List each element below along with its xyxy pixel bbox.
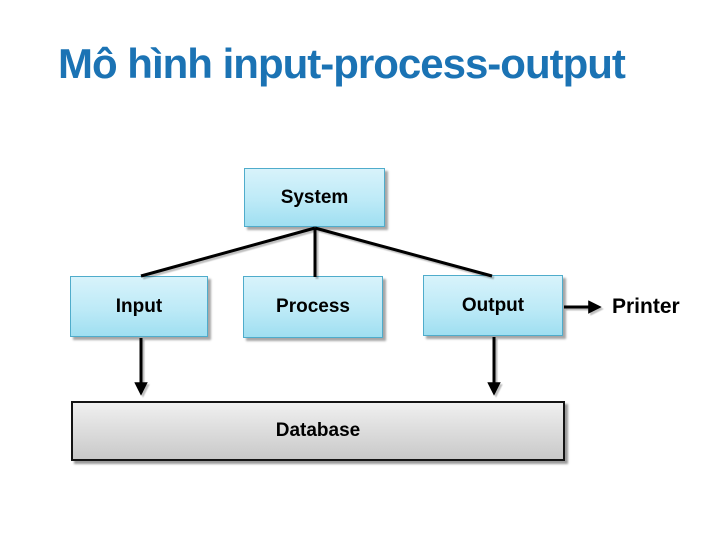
node-process-label: Process (276, 296, 350, 317)
slide-title: Mô hình input-process-output (58, 40, 626, 87)
node-database-label: Database (275, 420, 361, 441)
printer-label: Printer (612, 295, 680, 318)
node-output: Output (423, 275, 563, 336)
node-input: Input (70, 276, 208, 337)
node-input-label: Input (115, 295, 163, 317)
connector-system-to-output (314, 226, 493, 278)
node-system: System (244, 168, 385, 227)
node-system-label: System (280, 186, 349, 208)
connector-system-to-input (140, 226, 316, 278)
node-process: Process (243, 276, 383, 338)
node-database: Database (71, 401, 565, 461)
node-output-label: Output (461, 294, 525, 316)
